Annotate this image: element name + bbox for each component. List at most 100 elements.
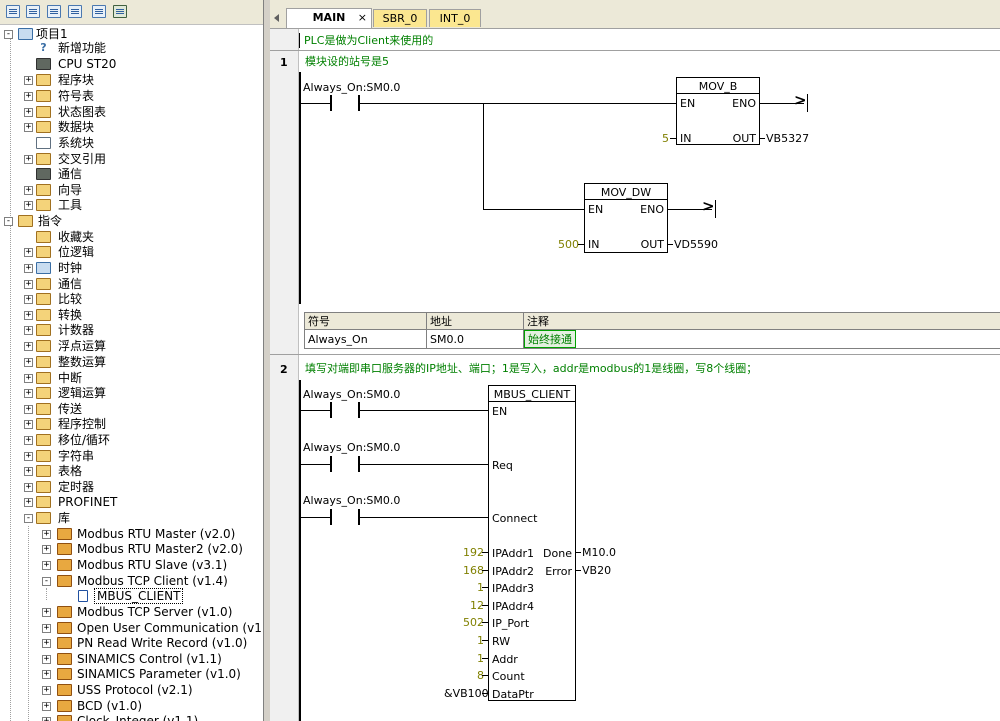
expand-icon[interactable]: + — [42, 623, 51, 633]
tree-item[interactable]: +表格 — [0, 463, 263, 479]
expand-icon[interactable]: + — [24, 419, 33, 429]
contact-left-bar[interactable] — [330, 456, 332, 472]
tree-item[interactable]: +USS Protocol (v2.1) — [0, 682, 263, 698]
collapse-icon[interactable]: - — [4, 29, 13, 39]
tree-item[interactable]: +程序块 — [0, 72, 263, 88]
ipaddr4-value[interactable]: 12 — [470, 599, 484, 612]
expand-icon[interactable]: + — [42, 717, 51, 721]
mov-dw-block[interactable]: MOV_DW EN ENO IN OUT — [584, 183, 668, 253]
error-value[interactable]: VB20 — [582, 564, 612, 577]
expand-icon[interactable]: + — [24, 294, 33, 304]
tree-item[interactable]: +整数运算 — [0, 354, 263, 370]
tree-item[interactable]: -指令 — [0, 213, 263, 229]
expand-icon[interactable]: + — [24, 482, 33, 492]
tree-item[interactable]: +Modbus RTU Master2 (v2.0) — [0, 541, 263, 557]
expand-icon[interactable]: + — [24, 154, 33, 164]
tree-item[interactable]: +SINAMICS Parameter (v1.0) — [0, 666, 263, 682]
tree-item[interactable]: +符号表 — [0, 88, 263, 104]
expand-icon[interactable]: + — [24, 373, 33, 383]
mov-dw-in-value[interactable]: 500 — [558, 238, 579, 251]
tab-sbr0[interactable]: SBR_0 — [373, 9, 427, 27]
tab-int0[interactable]: INT_0 — [429, 9, 481, 27]
expand-icon[interactable]: + — [24, 341, 33, 351]
table-row[interactable]: Always_On SM0.0 始终接通 — [304, 329, 1000, 349]
expand-icon[interactable]: + — [24, 185, 33, 195]
mbus-client-block[interactable]: MBUS_CLIENT EN Req Connect IPAddr1 IPAdd… — [488, 385, 576, 701]
tree-item[interactable]: +SINAMICS Control (v1.1) — [0, 651, 263, 667]
tree-item[interactable]: +工具 — [0, 197, 263, 213]
expand-icon[interactable]: + — [24, 466, 33, 476]
expand-icon[interactable]: + — [24, 357, 33, 367]
expand-icon[interactable]: + — [42, 544, 51, 554]
expand-icon[interactable]: + — [24, 75, 33, 85]
mov-b-out-value[interactable]: VB5327 — [766, 132, 810, 145]
network-1-number[interactable]: 1 — [280, 56, 288, 69]
tree-item[interactable]: +计数器 — [0, 322, 263, 338]
tree-item[interactable]: +PN Read Write Record (v1.0) — [0, 635, 263, 651]
expand-icon[interactable]: + — [24, 404, 33, 414]
contact-right-bar[interactable] — [358, 509, 360, 525]
mov-b-in-value[interactable]: 5 — [662, 132, 669, 145]
expand-icon[interactable]: + — [24, 451, 33, 461]
ipaddr1-value[interactable]: 192 — [463, 546, 484, 559]
tree-item[interactable]: +通信 — [0, 276, 263, 292]
tree-item[interactable]: +中断 — [0, 370, 263, 386]
toolbar-doc-icon[interactable] — [47, 5, 61, 18]
tab-main[interactable]: MAIN × — [286, 8, 372, 28]
tree-item[interactable]: -项目1 — [0, 26, 263, 42]
expand-icon[interactable]: + — [24, 107, 33, 117]
tree-item[interactable]: CPU ST20 — [0, 56, 263, 72]
expand-icon[interactable]: + — [24, 435, 33, 445]
toolbar-network-icon[interactable] — [113, 5, 127, 18]
expand-icon[interactable]: + — [42, 685, 51, 695]
expand-icon[interactable]: + — [24, 325, 33, 335]
contact-left-bar[interactable] — [330, 509, 332, 525]
toolbar-table-icon[interactable] — [26, 5, 40, 18]
tree-item[interactable]: +PROFINET — [0, 494, 263, 510]
tree-item[interactable]: +浮点运算 — [0, 338, 263, 354]
tree-item[interactable]: +传送 — [0, 401, 263, 417]
network-1-title[interactable]: 模块设的站号是5 — [305, 55, 389, 68]
tree-item[interactable]: +Modbus TCP Server (v1.0) — [0, 604, 263, 620]
ipaddr3-value[interactable]: 1 — [477, 581, 484, 594]
tree-item[interactable]: +状态图表 — [0, 104, 263, 120]
expand-icon[interactable]: + — [24, 200, 33, 210]
ipaddr2-value[interactable]: 168 — [463, 564, 484, 577]
tree-item[interactable]: 收藏夹 — [0, 229, 263, 245]
tree-item[interactable]: +位逻辑 — [0, 244, 263, 260]
tree-item[interactable]: +Modbus RTU Slave (v3.1) — [0, 557, 263, 573]
tab-scroll-left-icon[interactable] — [274, 14, 279, 22]
tree-item[interactable]: +Modbus RTU Master (v2.0) — [0, 526, 263, 542]
toolbar-dialog-icon[interactable] — [92, 5, 106, 18]
contact-right-bar[interactable] — [358, 95, 360, 111]
tree-item[interactable]: +数据块 — [0, 119, 263, 135]
tree-item[interactable]: +移位/循环 — [0, 432, 263, 448]
tree-item[interactable]: -库 — [0, 510, 263, 526]
expand-icon[interactable]: + — [24, 279, 33, 289]
tree-item[interactable]: -Modbus TCP Client (v1.4) — [0, 573, 263, 589]
expand-icon[interactable]: + — [24, 497, 33, 507]
mov-dw-out-value[interactable]: VD5590 — [674, 238, 718, 251]
count-value[interactable]: 8 — [477, 669, 484, 682]
tree-item[interactable]: ?新增功能 — [0, 40, 263, 56]
expand-icon[interactable]: + — [24, 122, 33, 132]
collapse-icon[interactable]: - — [42, 576, 51, 586]
expand-icon[interactable]: + — [24, 91, 33, 101]
rw-value[interactable]: 1 — [477, 634, 484, 647]
mov-b-block[interactable]: MOV_B EN ENO IN OUT — [676, 77, 760, 145]
done-value[interactable]: M10.0 — [582, 546, 616, 559]
expand-icon[interactable]: + — [42, 654, 51, 664]
toolbar-list-icon[interactable] — [68, 5, 82, 18]
contact-left-bar[interactable] — [330, 402, 332, 418]
tree-item[interactable]: MBUS_CLIENT — [0, 588, 263, 604]
collapse-icon[interactable]: - — [24, 513, 33, 523]
tree-item[interactable]: +BCD (v1.0) — [0, 698, 263, 714]
contact-left-bar[interactable] — [330, 95, 332, 111]
expand-icon[interactable]: + — [42, 560, 51, 570]
expand-icon[interactable]: + — [24, 247, 33, 257]
panel-splitter[interactable] — [264, 0, 270, 721]
tree-item[interactable]: +逻辑运算 — [0, 385, 263, 401]
expand-icon[interactable]: + — [24, 388, 33, 398]
contact-right-bar[interactable] — [358, 402, 360, 418]
program-comment[interactable]: PLC是做为Client来使用的 — [304, 34, 434, 47]
